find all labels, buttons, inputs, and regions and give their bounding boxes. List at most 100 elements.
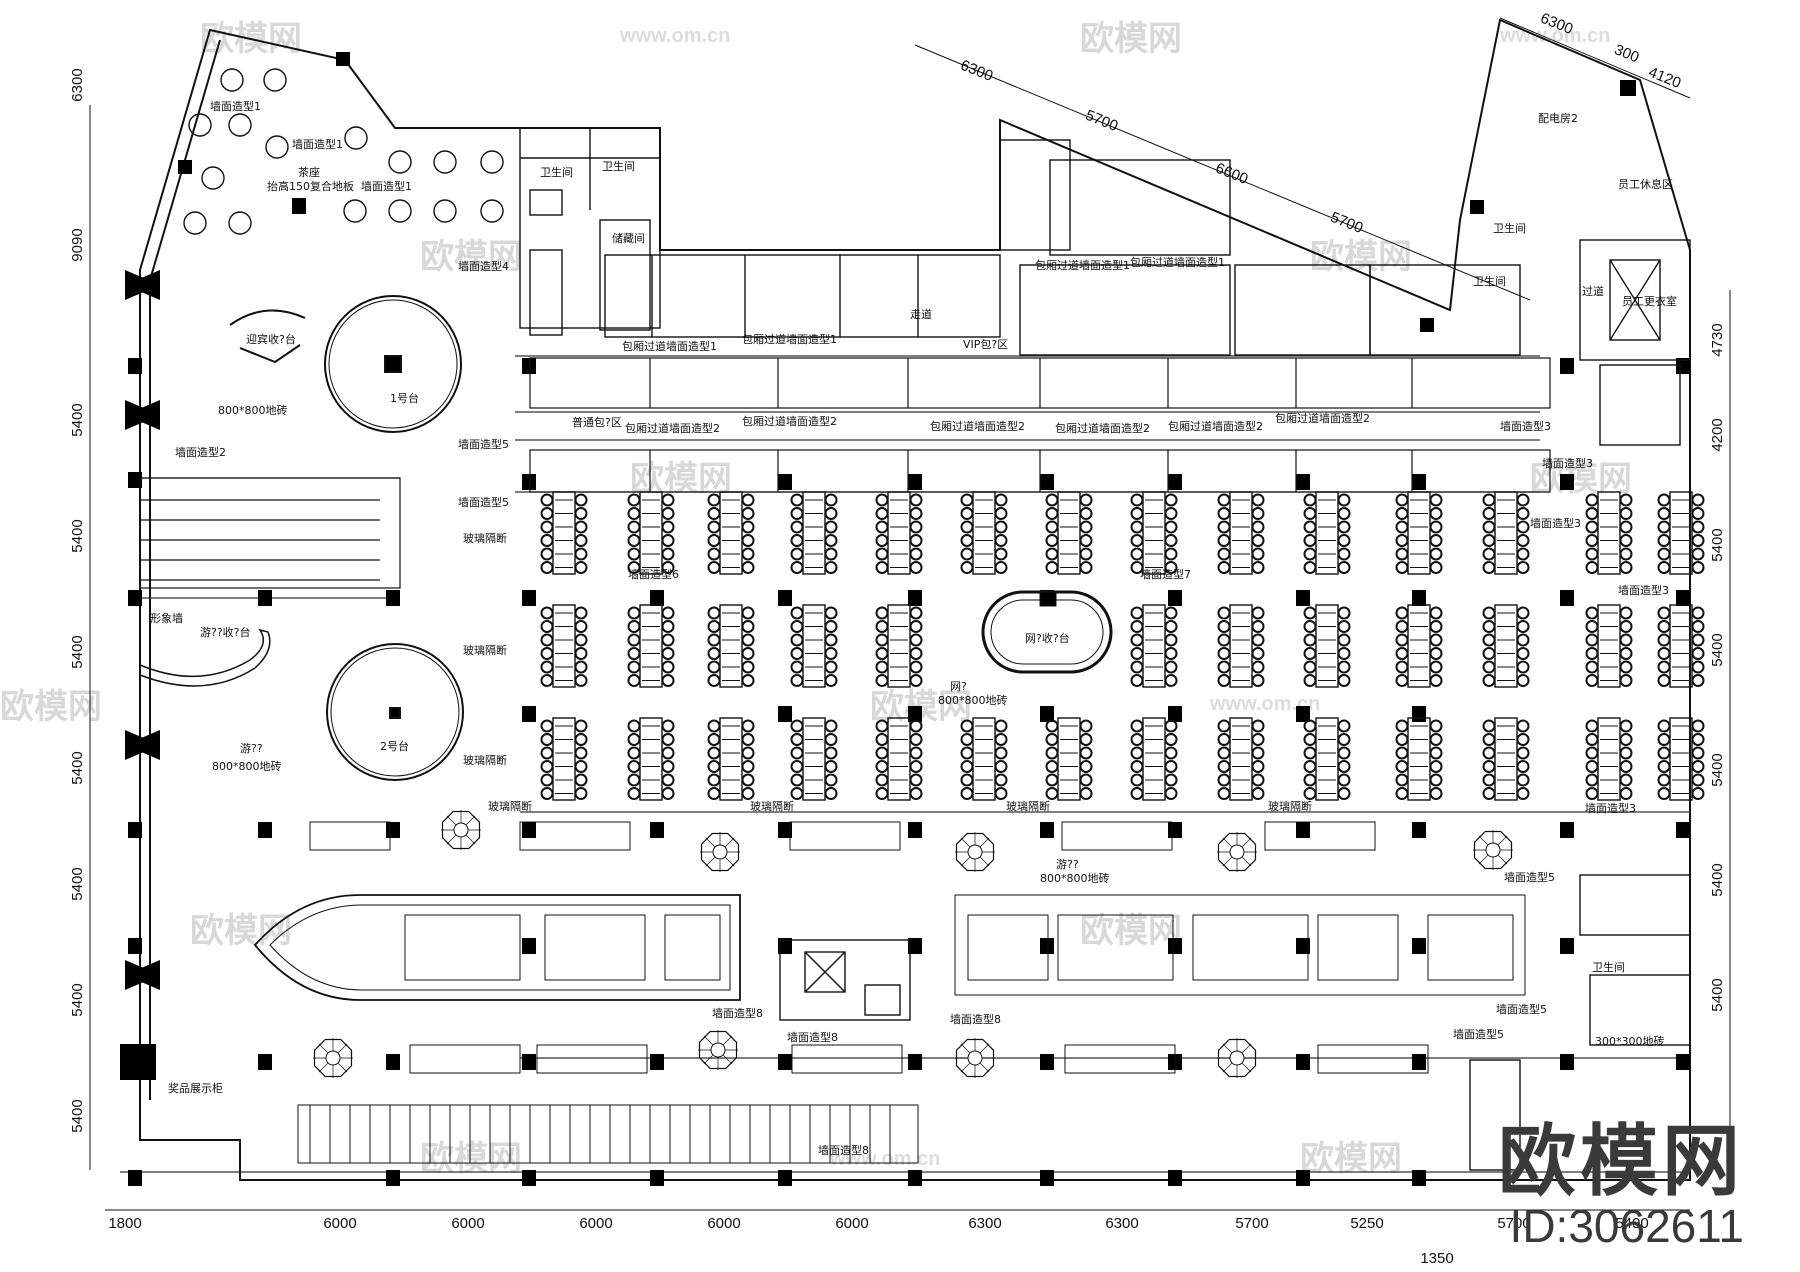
octagon-table (313, 1038, 353, 1078)
column (778, 706, 792, 722)
label-glass: 玻璃隔断 (1268, 799, 1312, 813)
column (1560, 938, 1574, 954)
label-reception: 迎宾收?台 (246, 332, 296, 346)
column (908, 590, 922, 606)
label-glass: 玻璃隔断 (488, 799, 532, 813)
elevator-core (779, 939, 911, 1021)
column (178, 160, 192, 174)
label-corridor: 包厢过道墙面造型2 (1275, 411, 1370, 425)
column (1168, 822, 1182, 838)
column (522, 1054, 536, 1070)
entrance-doors (125, 270, 160, 990)
column (1676, 822, 1690, 838)
label-wall: 墙面造型3 (1618, 583, 1669, 597)
column (128, 1170, 142, 1186)
column (128, 472, 142, 488)
gaming-pod (540, 717, 588, 801)
gaming-pod (1217, 717, 1265, 801)
gaming-pod (1303, 604, 1351, 688)
gaming-pod (1045, 491, 1093, 575)
octagon-tables (313, 810, 1513, 1078)
column (258, 1054, 272, 1070)
dimension-top: 6600 (1213, 160, 1250, 188)
gaming-pod (1395, 717, 1443, 801)
dimension-right: 5400 (1709, 863, 1726, 896)
column (1040, 474, 1054, 490)
gaming-pod (627, 491, 675, 575)
gaming-pod (627, 717, 675, 801)
dimension-right: 4200 (1709, 418, 1726, 451)
watermark-logo: 欧模网 (420, 237, 522, 277)
column (128, 822, 142, 838)
column (908, 1054, 922, 1070)
column (522, 474, 536, 490)
label-floor: 800*800地砖 (1040, 871, 1110, 885)
column (522, 706, 536, 722)
octagon-table (955, 832, 995, 872)
gaming-pod (627, 604, 675, 688)
label-wall: 墙面造型1 (361, 179, 412, 193)
glass-partition (309, 821, 391, 851)
label-cashier: 游??收?台 (200, 625, 251, 639)
gaming-pod (540, 491, 588, 575)
column (1296, 1170, 1310, 1186)
label-glass: 玻璃隔断 (750, 799, 794, 813)
label-floor: 800*800地砖 (212, 759, 282, 773)
column (1412, 822, 1426, 838)
gaming-pod (707, 604, 755, 688)
octagon-table (1473, 830, 1513, 870)
booth-blocks (404, 894, 1526, 996)
door-leaf (125, 270, 160, 300)
dimension-top-right: 300 (1612, 41, 1642, 66)
label-glass: 玻璃隔断 (1006, 799, 1050, 813)
label-corridor: 包厢过道墙面造型2 (1168, 419, 1263, 433)
column (1560, 358, 1574, 374)
glass-partition (409, 1044, 521, 1074)
door-leaf (125, 400, 160, 430)
watermark-logo: 欧模网 (0, 687, 102, 727)
dimension-left: 9090 (69, 228, 86, 261)
label-wall: 墙面造型6 (628, 567, 679, 581)
label-glass: 玻璃隔断 (463, 531, 507, 545)
label-wall: 墙面造型5 (1453, 1027, 1504, 1041)
gaming-pod (1585, 604, 1633, 688)
gaming-pod (960, 491, 1008, 575)
column (1420, 318, 1434, 332)
column (128, 938, 142, 954)
staircase-bottom (297, 1104, 919, 1164)
column (650, 1170, 664, 1186)
column (1040, 706, 1054, 722)
dimension-bottom: 6000 (579, 1215, 612, 1232)
dimension-bottom: 6000 (835, 1215, 868, 1232)
glass-partition (1061, 821, 1173, 851)
dimension-bottom: 6000 (451, 1215, 484, 1232)
gaming-pod (875, 717, 923, 801)
label-wc: 卫生间 (1592, 960, 1625, 974)
brand-block: 欧模网 ID:3062611 (1498, 1123, 1744, 1252)
label-wall: 墙面造型7 (1140, 567, 1191, 581)
label-floor: 游?? (240, 742, 263, 755)
label-wc: 卫生间 (1473, 274, 1506, 288)
label-wc: 卫生间 (540, 165, 573, 179)
label-glass: 玻璃隔断 (463, 753, 507, 767)
watermark-logo: 欧模网 (190, 911, 292, 951)
glass-partition (519, 821, 631, 851)
door-leaf (125, 730, 160, 760)
gaming-pod (1482, 491, 1530, 575)
label-wc: 卫生间 (602, 159, 635, 173)
label-corridor: 包厢过道墙面造型2 (625, 421, 720, 435)
label-wall: 墙面造型5 (458, 495, 509, 509)
watermark-layer: 欧模网 www.om.cn 欧模网 www.om.cn 欧模网 欧模网 欧模网 … (0, 19, 1632, 1179)
label-power: 配电房2 (1538, 112, 1578, 125)
column (120, 1044, 156, 1080)
column (1296, 938, 1310, 954)
glass-partition (791, 1044, 903, 1074)
gaming-stations (309, 491, 1705, 1074)
label-corridor: 包厢过道墙面造型1 (622, 339, 717, 353)
label-wc: 卫生间 (1493, 221, 1526, 235)
label-prize: 奖品展示柜 (168, 1081, 223, 1095)
column (128, 590, 142, 606)
label-wall: 墙面造型8 (712, 1006, 763, 1020)
gaming-pod (1130, 604, 1178, 688)
